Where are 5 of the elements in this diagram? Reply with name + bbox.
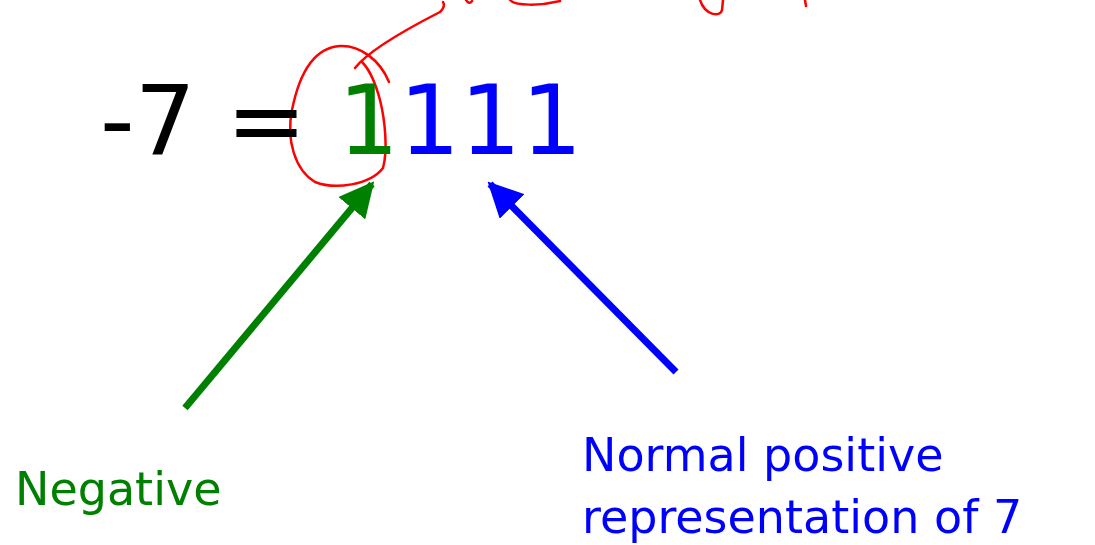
- arrow: [182, 181, 375, 411]
- category-label: Negative: [15, 462, 222, 518]
- description-label: Normal positive representation of 7: [582, 424, 1095, 545]
- binary-digits: 111: [399, 64, 583, 180]
- arrow: [487, 181, 679, 375]
